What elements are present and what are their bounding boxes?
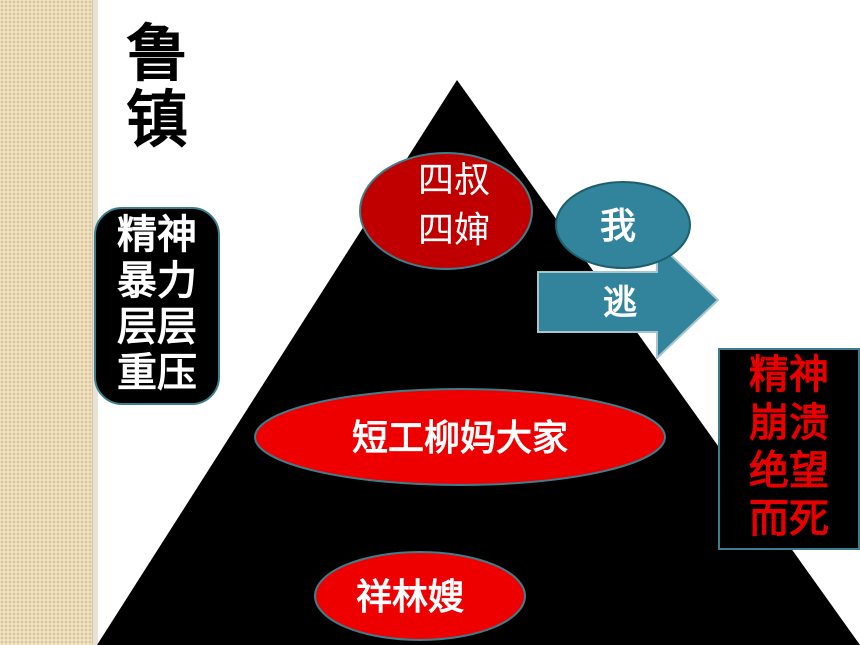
title-char-2: 镇 [125,83,188,156]
left-box-line-2: 暴力 [117,258,197,304]
title-char-1: 鲁 [125,17,188,90]
escape-arrow [537,239,720,361]
subject-oval [555,181,691,269]
left-box-line-3: 层层 [117,304,197,350]
top-oval [359,152,533,270]
bottom-oval-label: 祥林嫂 [356,577,464,618]
left-pressure-box: 精神 暴力 层层 重压 [94,207,220,405]
subject-oval-label: 我 [600,206,636,247]
right-outcome-box: 精神 崩溃 绝望 而死 [718,348,860,550]
top-oval-line-2: 四婶 [418,210,490,251]
left-box-line-4: 重压 [117,350,197,396]
decorative-side-strip [0,0,92,645]
middle-oval-label: 短工柳妈大家 [352,418,568,459]
escape-arrow-label: 逃 [603,283,637,323]
right-box-line-3: 绝望 [749,448,829,494]
right-box-line-2: 崩溃 [749,400,829,446]
pyramid-triangle [97,80,860,645]
top-oval-line-1: 四叔 [418,160,490,201]
right-box-line-1: 精神 [749,352,829,398]
right-box-line-4: 而死 [749,496,829,542]
bottom-oval [314,551,526,641]
middle-oval [254,388,666,486]
left-box-line-1: 精神 [117,212,197,258]
